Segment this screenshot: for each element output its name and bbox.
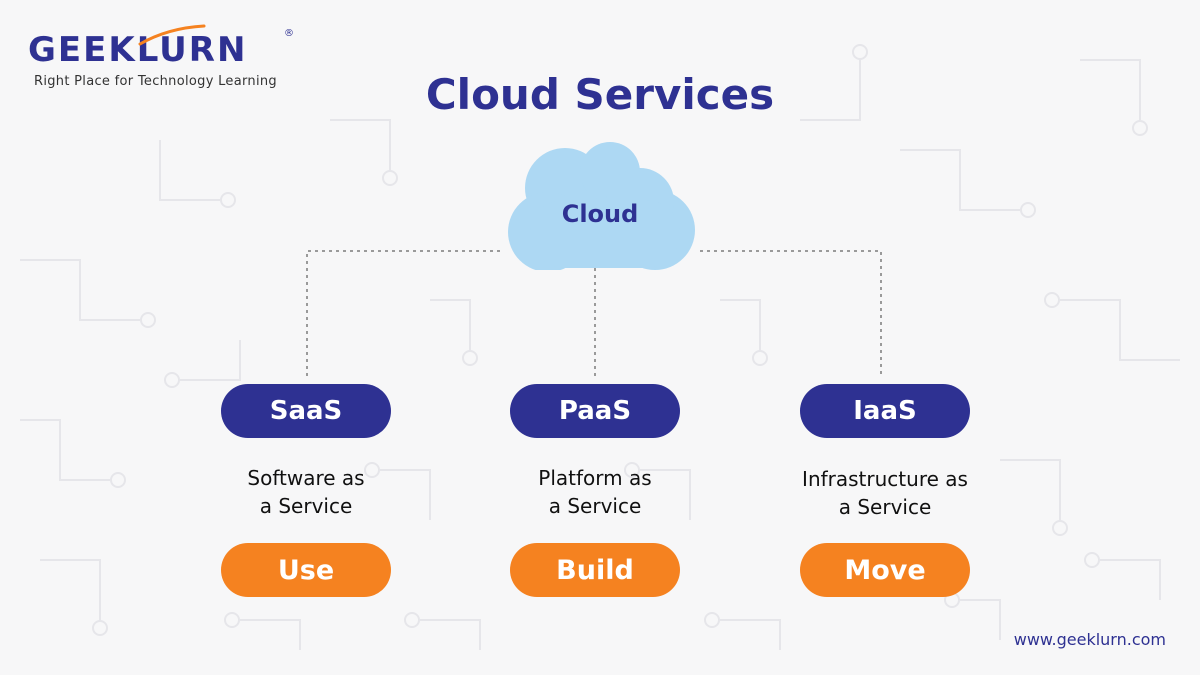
saas-pill: SaaS bbox=[221, 384, 391, 438]
use-pill: Use bbox=[221, 543, 391, 597]
cloud-label: Cloud bbox=[561, 200, 639, 228]
website-link[interactable]: www.geeklurn.com bbox=[1013, 630, 1166, 649]
paas-description-line2: a Service bbox=[548, 494, 642, 518]
paas-pill: PaaS bbox=[510, 384, 680, 438]
cloud-icon bbox=[508, 142, 695, 270]
build-label: Build bbox=[556, 554, 634, 586]
iaas-description-line1: Infrastructure as bbox=[802, 467, 968, 491]
paas-description-line1: Platform as bbox=[538, 466, 652, 490]
page-title: Cloud Services bbox=[425, 70, 775, 119]
iaas-description-line2: a Service bbox=[838, 495, 932, 519]
registered-mark: ® bbox=[284, 28, 294, 39]
saas-label: SaaS bbox=[269, 396, 343, 426]
logo-swoosh-icon bbox=[138, 24, 206, 46]
paas-label: PaaS bbox=[558, 396, 632, 426]
geeklurn-logo[interactable]: GEEKLURN ® Right Place for Technology Le… bbox=[28, 24, 308, 94]
saas-description-line2: a Service bbox=[259, 494, 353, 518]
iaas-pill: IaaS bbox=[800, 384, 970, 438]
move-pill: Move bbox=[800, 543, 970, 597]
iaas-label: IaaS bbox=[853, 396, 917, 426]
logo-wordmark: GEEKLURN bbox=[28, 30, 248, 70]
use-label: Use bbox=[277, 554, 335, 586]
connector-iaas bbox=[700, 250, 882, 378]
paas-description: Platform as a Service bbox=[475, 464, 715, 520]
saas-description: Software as a Service bbox=[186, 464, 426, 520]
saas-description-line1: Software as bbox=[247, 466, 365, 490]
iaas-description: Infrastructure as a Service bbox=[765, 465, 1005, 521]
logo-tagline: Right Place for Technology Learning bbox=[34, 74, 277, 89]
build-pill: Build bbox=[510, 543, 680, 597]
move-label: Move bbox=[844, 554, 926, 586]
connector-saas bbox=[306, 250, 500, 378]
